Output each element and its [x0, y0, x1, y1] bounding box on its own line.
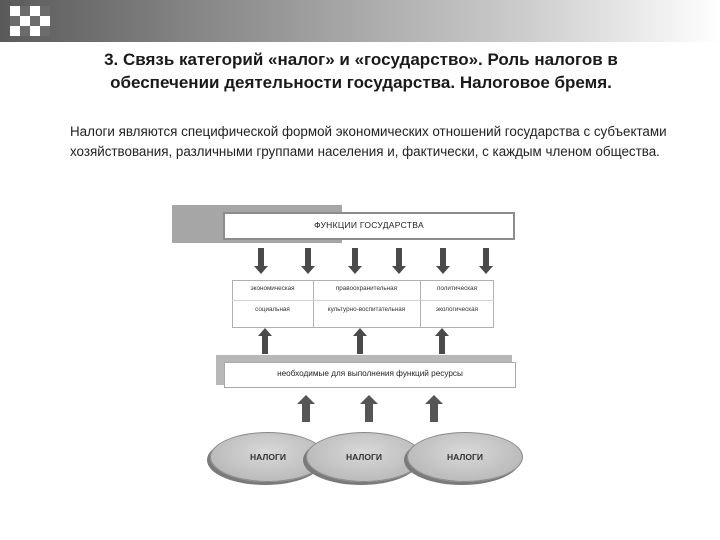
slide-title: 3. Связь категорий «налог» и «государств…: [36, 48, 686, 94]
arrow-up-icon: [360, 395, 378, 422]
tax-ellipse: НАЛОГИ: [407, 432, 523, 482]
slide-title-line1: 3. Связь категорий «налог» и «государств…: [104, 50, 618, 69]
arrow-up-icon: [297, 395, 315, 422]
function-type-cell: социальная: [255, 306, 290, 313]
resources-box: необходимые для выполнения функций ресур…: [224, 362, 516, 388]
slide-title-line2: обеспечении деятельности государства. На…: [110, 73, 612, 92]
arrow-down-icon: [348, 248, 362, 274]
function-type-cell: экономическая: [250, 285, 295, 292]
function-type-cell: экологическая: [435, 306, 479, 313]
arrow-up-icon: [353, 328, 367, 354]
function-types-grid: [232, 280, 494, 328]
arrow-down-icon: [436, 248, 450, 274]
header-band: [0, 0, 720, 42]
grid-divider: [420, 280, 421, 328]
function-type-cell: правоохранительная: [335, 285, 398, 292]
arrow-down-icon: [479, 248, 493, 274]
grid-divider: [232, 300, 494, 301]
arrow-down-icon: [301, 248, 315, 274]
arrow-up-icon: [258, 328, 272, 354]
arrow-up-icon: [425, 395, 443, 422]
arrow-up-icon: [435, 328, 449, 354]
tax-ellipse: НАЛОГИ: [306, 432, 422, 482]
function-type-cell: культурно-воспитательная: [327, 306, 406, 313]
arrow-down-icon: [392, 248, 406, 274]
body-paragraph: Налоги являются специфической формой эко…: [70, 124, 667, 159]
functions-box: ФУНКЦИИ ГОСУДАРСТВА: [223, 212, 515, 240]
function-type-cell: политическая: [436, 285, 478, 292]
grid-divider: [313, 280, 314, 328]
arrow-down-icon: [254, 248, 268, 274]
